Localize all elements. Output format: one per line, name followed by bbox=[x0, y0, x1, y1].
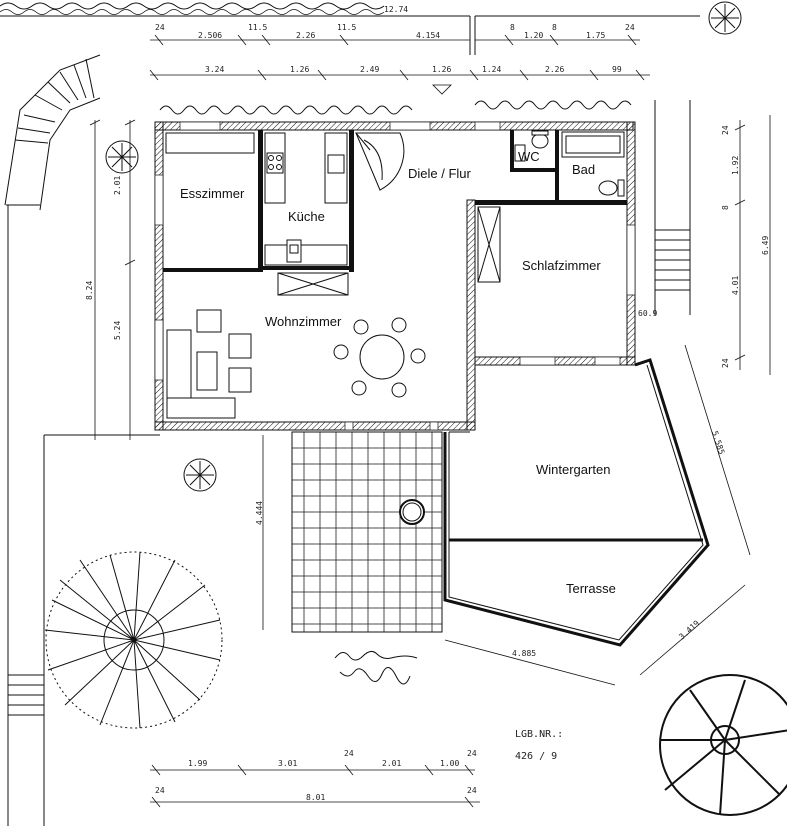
dim-diag-3419: 3.419 bbox=[677, 619, 701, 642]
parcel-number: 426 / 9 bbox=[515, 751, 557, 762]
dim-right-24a: 24 bbox=[721, 125, 730, 135]
dim-right-649: 6.49 bbox=[761, 236, 770, 255]
dim-top2-324: 3.24 bbox=[205, 65, 224, 74]
dim-top-226: 2.26 bbox=[296, 31, 315, 40]
esszimmer-furniture bbox=[165, 132, 255, 154]
right-steps bbox=[654, 100, 691, 315]
parcel-label: LGB.NR.: bbox=[515, 729, 563, 740]
paving-area bbox=[291, 431, 443, 633]
room-label-wohnzimmer: Wohnzimmer bbox=[265, 314, 342, 329]
room-label-diele: Diele / Flur bbox=[408, 166, 472, 181]
room-label-terrasse: Terrasse bbox=[566, 581, 616, 596]
shrub-3 bbox=[708, 1, 742, 35]
dim-top-8a: 8 bbox=[510, 23, 515, 32]
dim-left-524: 5.24 bbox=[113, 321, 122, 340]
room-label-esszimmer: Esszimmer bbox=[180, 186, 245, 201]
dimension-lines-bottom bbox=[150, 764, 480, 808]
dim-top2-126a: 1.26 bbox=[290, 65, 309, 74]
room-label-kueche: Küche bbox=[288, 209, 325, 224]
diele-fixtures bbox=[355, 132, 405, 191]
dim-right-8: 8 bbox=[721, 205, 730, 210]
dim-bottom-201: 2.01 bbox=[382, 759, 401, 768]
dim-top2-126b: 1.26 bbox=[432, 65, 451, 74]
dim-top-175: 1.75 bbox=[586, 31, 605, 40]
dim-top-115b: 11.5 bbox=[337, 23, 356, 32]
dim-bottom-24a: 24 bbox=[344, 749, 354, 758]
dim-bottom-199: 1.99 bbox=[188, 759, 207, 768]
large-tree bbox=[44, 551, 223, 729]
dimension-lines-right bbox=[734, 115, 771, 375]
shrub-1 bbox=[105, 140, 139, 174]
wohnzimmer-furniture bbox=[166, 309, 426, 419]
top-boundary bbox=[0, 2, 700, 115]
dim-top2-124: 1.24 bbox=[482, 65, 501, 74]
bottom-hedge bbox=[334, 650, 418, 685]
dim-garden-4444: 4.444 bbox=[255, 501, 264, 525]
dim-diag-609: 60.9 bbox=[638, 309, 657, 318]
dim-diag-5585: 5.585 bbox=[710, 430, 726, 456]
room-label-schlafzimmer: Schlafzimmer bbox=[522, 258, 601, 273]
dim-bottom-301: 3.01 bbox=[278, 759, 297, 768]
dim-right-192: 1.92 bbox=[731, 156, 740, 175]
dim-top-115a: 11.5 bbox=[248, 23, 267, 32]
bath-fixtures bbox=[514, 130, 625, 197]
shrub-2 bbox=[183, 458, 217, 492]
room-label-wc: WC bbox=[518, 149, 540, 164]
windows bbox=[154, 121, 636, 431]
corner-tree bbox=[659, 674, 787, 816]
dim-bottom-100: 1.00 bbox=[440, 759, 459, 768]
dim-right-401: 4.01 bbox=[731, 276, 740, 295]
dim-top-2506: 2.506 bbox=[198, 31, 222, 40]
dim-top-24b: 24 bbox=[625, 23, 635, 32]
paving-round-pot bbox=[399, 499, 425, 525]
dim-left-201: 2.01 bbox=[113, 176, 122, 195]
dim-top-8b: 8 bbox=[552, 23, 557, 32]
room-label-wintergarten: Wintergarten bbox=[536, 462, 610, 477]
wardrobe bbox=[477, 206, 501, 283]
dim-bottom2-801: 8.01 bbox=[306, 793, 325, 802]
dim-top2-249: 2.49 bbox=[360, 65, 379, 74]
diag-dimension-lines bbox=[444, 344, 751, 686]
dim-top-24a: 24 bbox=[155, 23, 165, 32]
left-stairs-bottom bbox=[8, 674, 44, 716]
dim-bottom2-24a: 24 bbox=[155, 786, 165, 795]
dim-bottom2-24b: 24 bbox=[467, 786, 477, 795]
dim-bottom-24b: 24 bbox=[467, 749, 477, 758]
room-label-bad: Bad bbox=[572, 162, 595, 177]
left-steps bbox=[4, 54, 160, 826]
wintergarten-outline bbox=[443, 358, 710, 647]
kitchen-fixtures bbox=[264, 132, 349, 296]
dim-top2-99: 99 bbox=[612, 65, 622, 74]
dimension-lines-left bbox=[89, 119, 136, 440]
dimension-lines-top bbox=[149, 34, 650, 95]
dim-top2-226: 2.26 bbox=[545, 65, 564, 74]
dim-right-24b: 24 bbox=[721, 358, 730, 368]
dim-top-4154: 4.154 bbox=[416, 31, 440, 40]
dim-top-total: 12.74 bbox=[384, 5, 408, 14]
dim-diag-4885: 4.885 bbox=[512, 649, 536, 658]
dim-left-824: 8.24 bbox=[85, 281, 94, 300]
dim-top-120: 1.20 bbox=[524, 31, 543, 40]
